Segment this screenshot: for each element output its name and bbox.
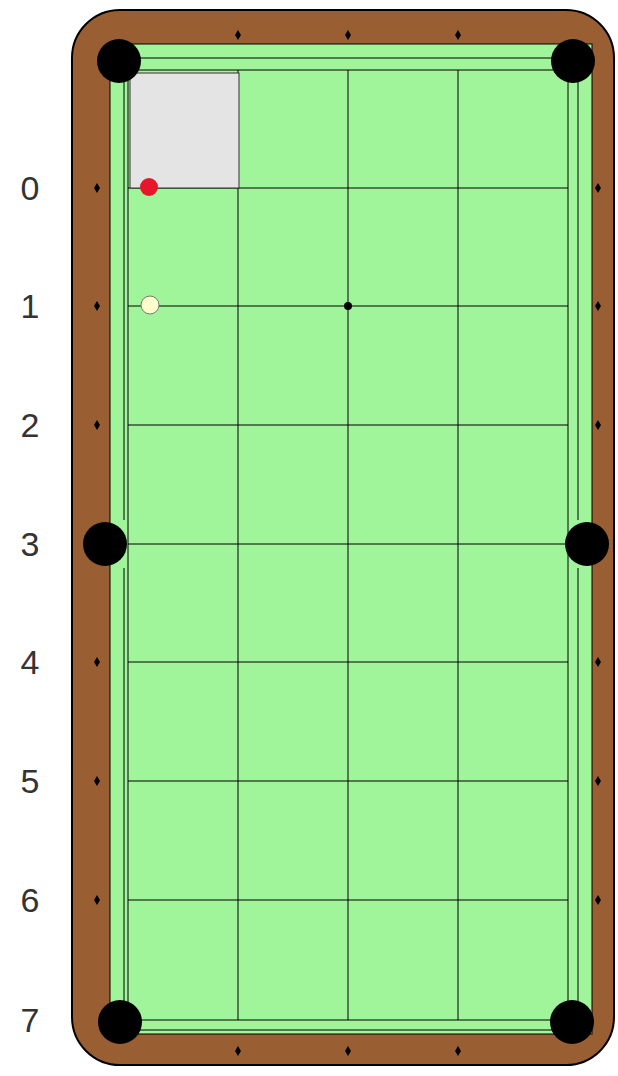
cushion-lines <box>124 58 578 1030</box>
red-ball <box>140 178 158 196</box>
row-number: 2 <box>10 408 50 442</box>
row-number: 1 <box>10 289 50 323</box>
pockets <box>83 39 609 1044</box>
center-spot <box>344 302 352 310</box>
row-number: 0 <box>10 171 50 205</box>
target-zone <box>130 73 239 188</box>
row-number: 7 <box>10 1003 50 1037</box>
diamonds <box>94 30 601 1056</box>
row-number: 6 <box>10 883 50 917</box>
row-number: 4 <box>10 645 50 679</box>
rail <box>72 10 614 1065</box>
cloth <box>110 44 592 1034</box>
grid <box>128 70 568 1020</box>
row-number: 5 <box>10 764 50 798</box>
row-number: 3 <box>10 527 50 561</box>
cue-ball <box>141 296 159 314</box>
